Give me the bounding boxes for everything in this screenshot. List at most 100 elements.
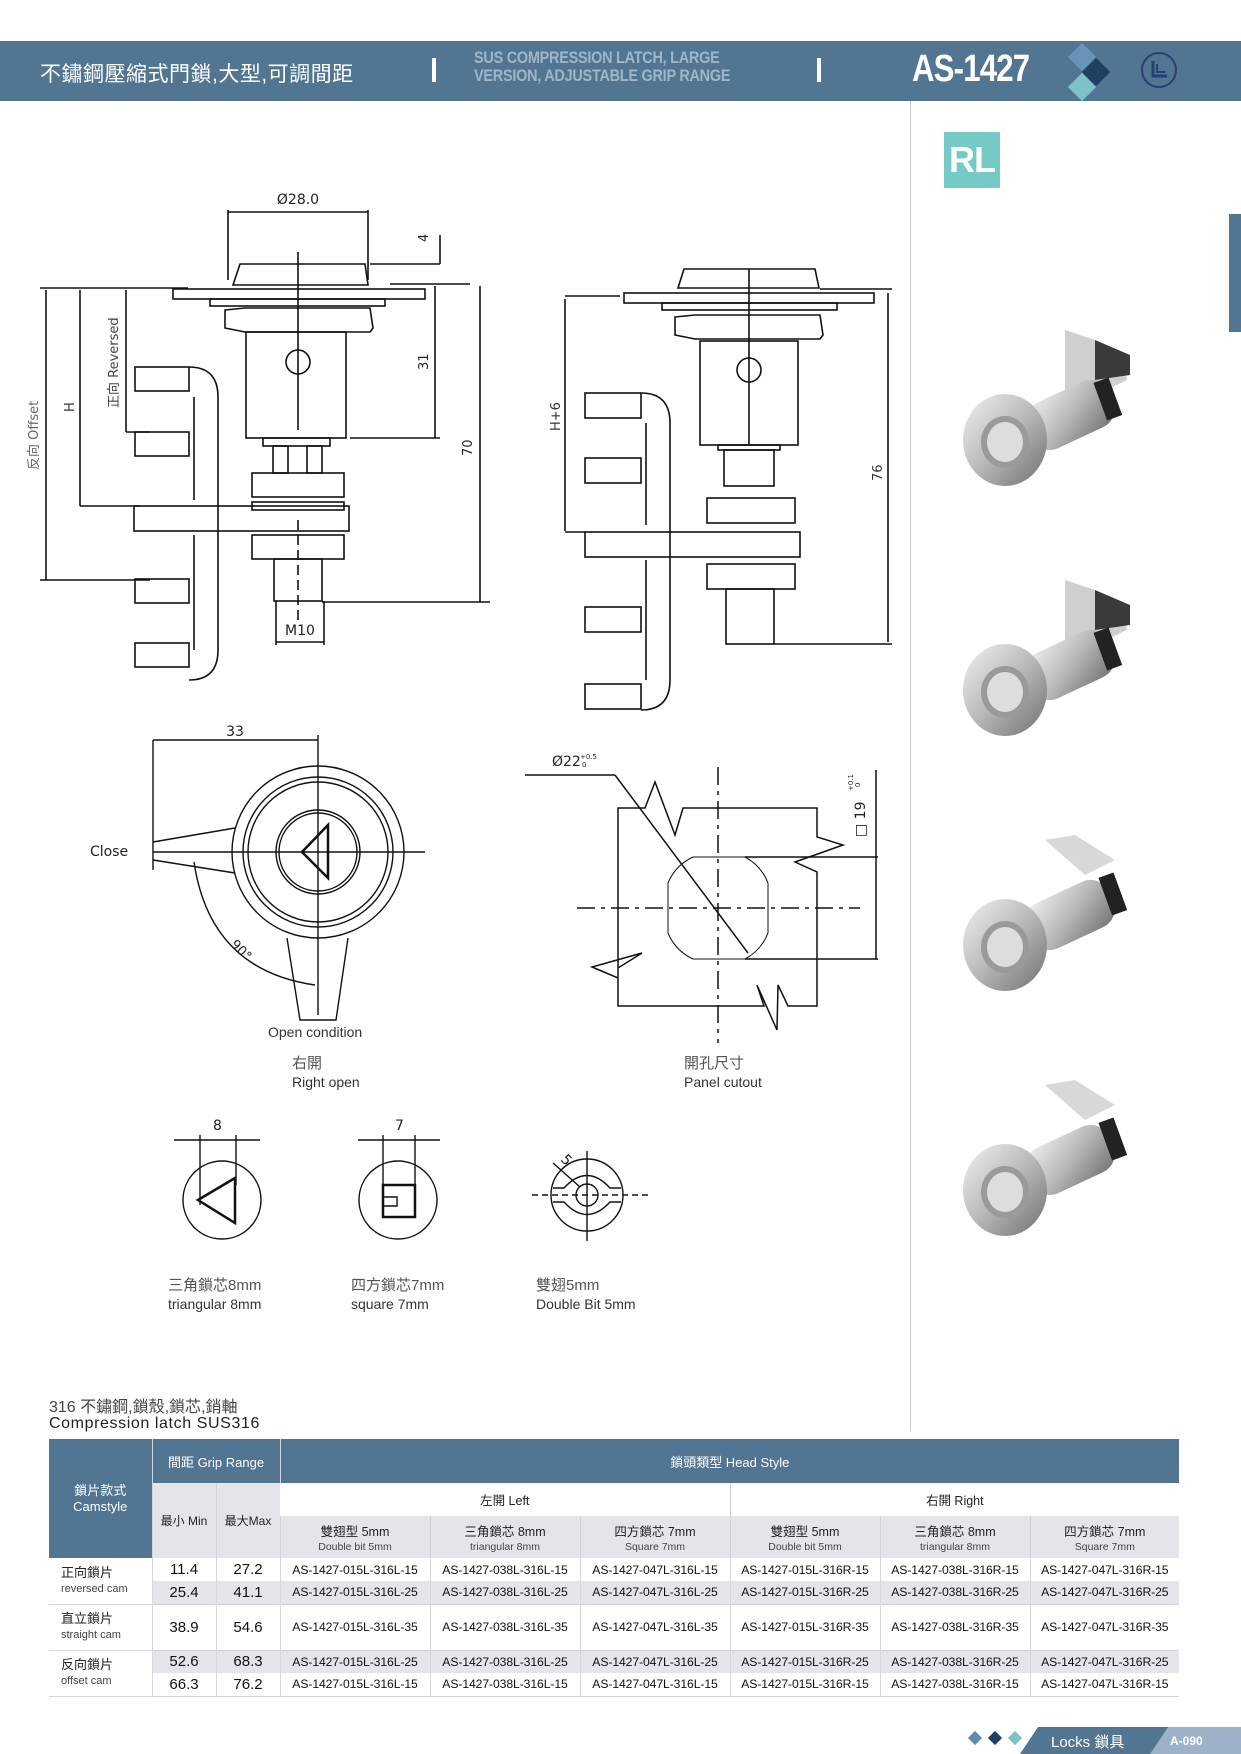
part-number: AS-1427-038L-316R-15 [879, 1558, 1030, 1581]
part-number: AS-1427-038L-316R-25 [879, 1581, 1030, 1604]
part-number: AS-1427-038L-316L-15 [429, 1673, 580, 1696]
header-camstyle: 鎖片款式 Camstyle [49, 1439, 152, 1558]
title-en: SUS COMPRESSION LATCH, LARGE VERSION, AD… [474, 49, 730, 85]
panel-cutout-drawing: Ø22 +0.5 0 □ 19 +0.1 0 [525, 753, 878, 1043]
dim-total: 70 [461, 439, 476, 456]
part-number: AS-1427-047L-316R-15 [1029, 1558, 1180, 1581]
part-number: AS-1427-015L-316L-25 [279, 1581, 430, 1604]
insert-caption-square: 四方鎖芯7mm square 7mm [351, 1276, 444, 1314]
head-type-zh: 雙翅型 5mm [320, 1525, 390, 1539]
model-code: AS-1427 [912, 48, 1030, 90]
caption-zh: 右開 [292, 1055, 323, 1072]
head-type-en: Square 7mm [1074, 1541, 1135, 1553]
grip-max: 41.1 [215, 1581, 280, 1604]
material-en: Compression latch SUS316 [49, 1415, 260, 1432]
grip-min: 11.4 [151, 1558, 216, 1581]
product-image-reversed-cam [963, 330, 1130, 486]
caption-en: triangular 8mm [168, 1296, 262, 1312]
part-number: AS-1427-038L-316R-35 [879, 1604, 1030, 1650]
footer-section-band [1020, 1727, 1170, 1754]
label-close: Close [90, 844, 128, 860]
header-right-open: 右開 Right [730, 1483, 1180, 1516]
title-en-line2: VERSION, ADJUSTABLE GRIP RANGE [474, 66, 731, 85]
front-view-drawing: Close 90° 33 [90, 724, 425, 1021]
header-grip-range: 間距 Grip Range [151, 1439, 281, 1483]
grip-min: 52.6 [151, 1650, 216, 1673]
head-type-en: Double bit 5mm [318, 1541, 392, 1553]
panel-cutout-caption: 開孔尺寸 Panel cutout [684, 1054, 762, 1092]
dim-insert: 5 [557, 1152, 575, 1170]
dim-cutout-square: □ 19 [853, 802, 869, 838]
head-type-zh: 三角鎖芯 8mm [464, 1525, 546, 1539]
dim-thread-length: 31 [417, 353, 432, 370]
part-number: AS-1427-038L-316L-15 [429, 1558, 580, 1581]
head-type-zh: 四方鎖芯 7mm [614, 1525, 696, 1539]
label-h-plus-6: H+6 [549, 402, 564, 431]
rl-badge: RL [944, 132, 1000, 188]
camstyle-zh: 反向鎖片 [61, 1657, 114, 1672]
camstyle-zh: 直立鎖片 [61, 1611, 114, 1626]
grip-max: 76.2 [215, 1673, 280, 1696]
camstyle-en: straight cam [61, 1629, 121, 1641]
caption-zh: 四方鎖芯7mm [351, 1277, 445, 1294]
camstyle-en: offset cam [61, 1675, 112, 1687]
product-image-straight-cam [963, 580, 1130, 736]
tol-upper: +0.5 [580, 753, 597, 761]
grip-min: 25.4 [151, 1581, 216, 1604]
part-number: AS-1427-015L-316R-15 [729, 1558, 880, 1581]
product-image-offset-cam [963, 835, 1128, 991]
side-view-drawing: Ø28.0 4 31 70 M10 反向 Offset H 正向 Reverse… [26, 192, 490, 681]
side-tab[interactable] [1229, 214, 1241, 332]
grip-max: 27.2 [215, 1558, 280, 1581]
part-number: AS-1427-038L-316R-15 [879, 1673, 1030, 1696]
title-zh: 不鏽鋼壓縮式門鎖,大型,可調間距 [40, 63, 354, 86]
grip-min: 66.3 [151, 1673, 216, 1696]
diamond-icon [987, 1730, 1003, 1746]
part-number: AS-1427-015L-316R-25 [729, 1581, 880, 1604]
caption-en: square 7mm [351, 1296, 429, 1312]
material-zh: 316 不鏽鋼,鎖殼,鎖芯,銷軸 [49, 1399, 238, 1416]
header-separator [432, 58, 436, 82]
part-number: AS-1427-038L-316L-25 [429, 1650, 580, 1673]
grip-max: 54.6 [215, 1604, 280, 1650]
caption-zh: 雙翅5mm [536, 1277, 600, 1294]
part-number: AS-1427-047L-316L-15 [579, 1558, 730, 1581]
label-reversed: 正向 Reversed [106, 317, 122, 408]
label-h: H [63, 402, 78, 412]
dim-top: 4 [417, 234, 432, 242]
camstyle-label: 反向鎖片 offset cam [49, 1650, 152, 1697]
label-open-condition: Open condition [268, 1024, 363, 1040]
caption-en: Panel cutout [684, 1074, 762, 1090]
tol-upper: +0.1 [847, 774, 855, 791]
part-number: AS-1427-047L-316R-25 [1029, 1650, 1180, 1673]
product-image-square-insert [963, 1080, 1128, 1236]
header-min: 最小 Min [151, 1483, 216, 1558]
header-head-style: 鎖頭類型 Head Style [280, 1439, 1180, 1483]
camstyle-en: reversed cam [61, 1582, 128, 1595]
camstyle-en: Camstyle [73, 1498, 128, 1514]
dim-cutout-diameter: Ø22 [552, 754, 581, 770]
part-number: AS-1427-047L-316R-35 [1029, 1604, 1180, 1650]
grip-min: 38.9 [151, 1604, 216, 1650]
insert-caption-double-bit: 雙翅5mm Double Bit 5mm [536, 1276, 636, 1314]
caption-en: Double Bit 5mm [536, 1296, 636, 1312]
part-number: AS-1427-015L-316L-25 [279, 1650, 430, 1673]
camstyle-label: 直立鎖片 straight cam [49, 1604, 152, 1651]
part-number: AS-1427-047L-316R-25 [1029, 1581, 1180, 1604]
diamond-icon [1007, 1730, 1023, 1746]
part-number: AS-1427-047L-316L-35 [579, 1604, 730, 1650]
insert-types-drawing: 8 7 5 [174, 1118, 650, 1241]
head-type-en: Square 7mm [624, 1541, 686, 1553]
part-number: AS-1427-015L-316R-15 [729, 1673, 880, 1696]
page-number: A-090 [1170, 1734, 1203, 1748]
part-number: AS-1427-038L-316L-35 [429, 1604, 580, 1650]
caption-zh: 三角鎖芯8mm [168, 1277, 262, 1294]
grip-max: 68.3 [215, 1650, 280, 1673]
dim-total-offset: 76 [871, 464, 886, 481]
